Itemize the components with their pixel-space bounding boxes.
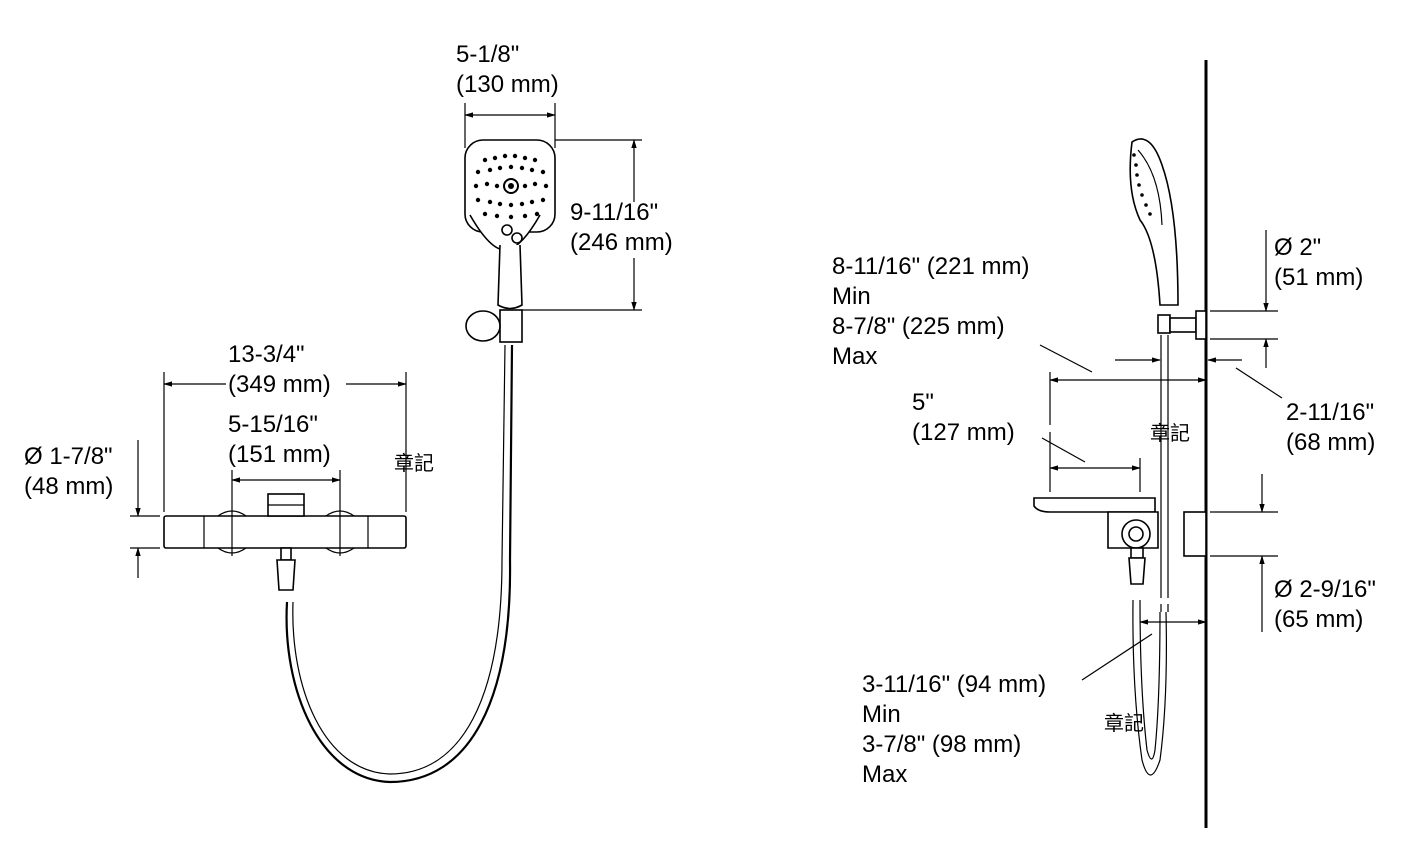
spout-projection-label: 5" (127 mm) [912, 389, 1015, 446]
side-view [1033, 60, 1283, 828]
center-spacing-label: 5-15/16" (151 mm) [228, 411, 331, 468]
mixer-body [163, 493, 407, 591]
holder-offset-label: 2-11/16" (68 mm) [1286, 399, 1376, 456]
stamp-mark-side-upper: 章記 [1150, 421, 1190, 445]
body-projection-label: 3-11/16" (94 mm) Min 3-7/8" (98 mm) Max [862, 671, 1047, 788]
body-diameter-label: Ø 1-7/8" (48 mm) [24, 443, 114, 500]
shower-hose [285, 344, 514, 784]
flange-diameter-label: Ø 2-9/16" (65 mm) [1274, 576, 1376, 633]
spout-side [1033, 497, 1207, 585]
stamp-mark-side-lower: 章記 [1104, 711, 1144, 735]
head-width-label: 5-1/8" (130 mm) [456, 41, 559, 98]
front-view [130, 103, 642, 784]
hose-side [1132, 599, 1167, 776]
holder-projection-label: 8-11/16" (221 mm) Min 8-7/8" (225 mm) Ma… [832, 253, 1030, 370]
hand-shower-head [464, 139, 556, 343]
body-width-label: 13-3/4" (349 mm) [228, 341, 331, 398]
hand-shower-side [1129, 138, 1207, 340]
head-height-label: 9-11/16" (246 mm) [570, 199, 673, 256]
stamp-mark-front: 章記 [394, 451, 434, 475]
holder-diameter-label: Ø 2" (51 mm) [1274, 234, 1364, 291]
